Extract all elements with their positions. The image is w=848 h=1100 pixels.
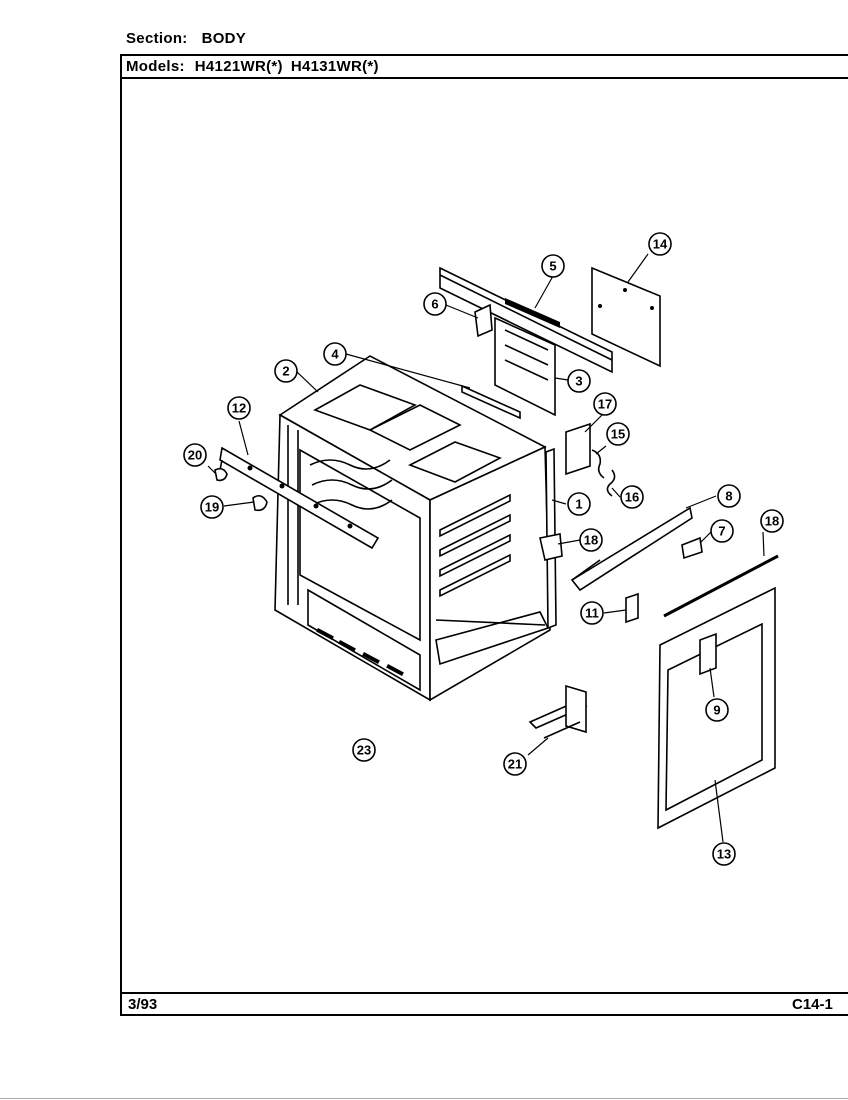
callout-17: 17 [593,392,617,416]
callout-label: 15 [611,427,625,442]
callout-23: 23 [352,738,376,762]
callout-label: 4 [331,347,339,362]
callout-label: 17 [598,397,612,412]
callout-18-right: 18 [760,509,784,533]
oven-body-part [274,355,551,702]
section-line: Section: BODY [126,30,246,47]
callout-21: 21 [503,752,527,776]
door-bracket-part-8 [570,506,693,592]
leader-lines [207,253,765,843]
callout-label: 21 [508,757,522,772]
callout-label: 13 [717,847,731,862]
callout-label: 8 [725,489,732,504]
top-bracket-part-5 [439,266,613,374]
callout-label: 14 [653,237,668,252]
clip-parts [214,467,268,512]
callout-label: 9 [713,703,720,718]
callout-label: 20 [188,448,202,463]
diagram-frame [120,54,848,1016]
callout-label: 19 [205,500,219,515]
callout-4: 4 [323,342,347,366]
callout-label: 18 [765,514,779,529]
callout-label: 2 [282,364,289,379]
callout-13: 13 [712,842,736,866]
footer-date: 3/93 [128,996,158,1013]
callout-14: 14 [648,232,672,256]
callout-18-left: 18 [579,528,603,552]
callout-11: 11 [580,601,604,625]
rod-part-18 [663,554,779,618]
callout-7: 7 [710,519,734,543]
front-rail-part [219,446,380,550]
callout-12: 12 [227,396,251,420]
callout-8: 8 [717,484,741,508]
section-value: BODY [201,30,247,47]
callout-label: 3 [575,374,582,389]
page-bottom-rule [0,1098,848,1099]
callout-label: 7 [718,524,725,539]
callout-2: 2 [274,359,298,383]
panel-part-14 [591,266,661,368]
callout-15: 15 [606,422,630,446]
bracket-part-6 [474,303,493,338]
bracket-part-21 [528,684,588,739]
footer-page-code: C14-1 [792,996,833,1013]
model-1: H4121WR(*) [194,58,283,75]
models-label: Models: [126,58,185,75]
plate-part-11 [625,592,639,624]
strip-part-4 [461,384,521,420]
model-2: H4131WR(*) [290,58,379,75]
callout-19: 19 [200,495,224,519]
callout-label: 6 [431,297,438,312]
duct-part-3 [494,316,556,417]
callout-3: 3 [567,369,591,393]
footer-rule [120,992,848,994]
header-rule [120,77,848,79]
callout-label: 11 [585,606,599,621]
callout-label: 5 [549,259,556,274]
hinge-part-18 [539,533,563,561]
section-label: Section: [126,30,188,47]
models-line: Models: H4121WR(*) H4131WR(*) [126,58,379,75]
callout-1: 1 [567,492,591,516]
callout-label: 23 [357,743,371,758]
callout-label: 16 [625,490,639,505]
clip-part-7 [681,536,703,560]
callout-6: 6 [423,292,447,316]
callout-5: 5 [541,254,565,278]
callout-20: 20 [183,443,207,467]
callout-label: 18 [584,533,598,548]
callout-label: 12 [232,401,246,416]
callout-9: 9 [705,698,729,722]
callout-label: 1 [575,497,582,512]
callout-16: 16 [620,485,644,509]
